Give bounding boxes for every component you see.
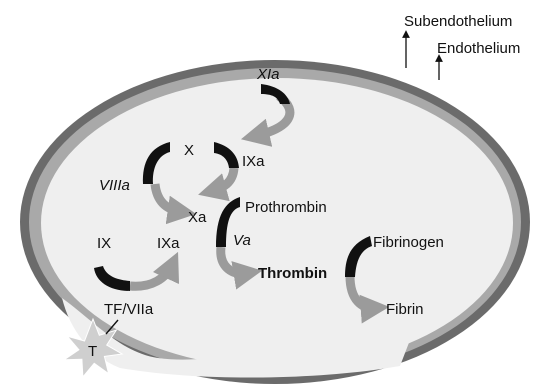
factor-va-label: Va [233, 232, 251, 249]
factor-xa-label: Xa [188, 209, 207, 226]
factor-xia-label: XIa [256, 66, 280, 83]
factor-ixa-mid-label: IXa [157, 235, 180, 252]
subendothelium-label: Subendothelium [404, 13, 512, 30]
fibrinogen-label: Fibrinogen [373, 234, 444, 251]
endothelium-label: Endothelium [437, 40, 520, 57]
tissue-factor-label: T [88, 343, 97, 360]
factor-viiia-label: VIIIa [99, 177, 130, 194]
factor-x-label: X [184, 142, 194, 159]
tf-viia-label: TF/VIIa [104, 301, 154, 318]
factor-ix-label: IX [97, 235, 111, 252]
fibrin-label: Fibrin [386, 301, 424, 318]
factor-ixa-top-label: IXa [242, 153, 265, 170]
vessel-lumen [41, 78, 513, 368]
prothrombin-label: Prothrombin [245, 199, 327, 216]
thrombin-label: Thrombin [258, 265, 327, 282]
